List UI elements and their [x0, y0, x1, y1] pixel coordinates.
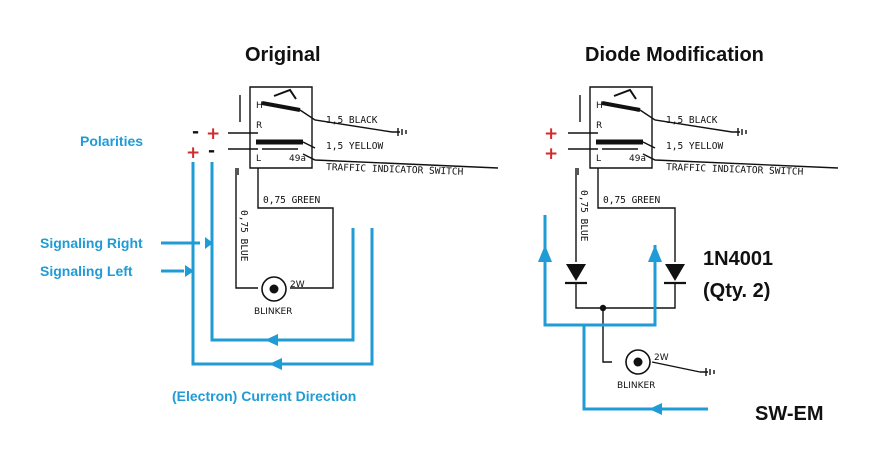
terminal-49a-right: 49a — [629, 154, 646, 164]
terminal-r-right: R — [596, 121, 602, 131]
wire-black-right: 1,5 BLACK — [666, 115, 718, 126]
arrowheads-left — [185, 237, 282, 370]
wire-black-left: 1,5 BLACK — [326, 115, 378, 126]
diode-right — [664, 264, 686, 285]
blinker-label-left: BLINKER — [254, 307, 292, 317]
title-original: Original — [245, 44, 321, 66]
blinker-label-right: BLINKER — [617, 381, 655, 391]
terminal-h-right: H — [596, 101, 603, 111]
diode-qty-label: (Qty. 2) — [703, 280, 770, 302]
signaling-left-label: Signaling Left — [40, 263, 133, 279]
blinker-watt-left: 2W — [290, 280, 305, 290]
traffic-switch-right: TRAFFIC INDICATOR SWITCH — [666, 162, 804, 178]
polarity-plus-right-top: + — [544, 124, 558, 144]
wire-yellow-left: 1,5 YELLOW — [326, 141, 383, 152]
arrow-signal-right — [205, 237, 213, 249]
terminal-h-left: H — [256, 101, 263, 111]
arrow-current-lower — [269, 358, 282, 370]
wire-green-right: 0,75 GREEN — [603, 195, 660, 206]
arrow-sw-em — [649, 403, 662, 415]
terminal-r-left: R — [256, 121, 262, 131]
arrowheads-right — [538, 245, 662, 415]
sw-em-label: SW-EM — [755, 403, 823, 425]
terminal-49a-left: 49a — [289, 154, 306, 164]
signaling-right-label: Signaling Right — [40, 235, 143, 251]
title-diode-modification: Diode Modification — [585, 44, 764, 66]
current-paths-right — [543, 215, 708, 411]
terminal-l-right: L — [596, 154, 601, 164]
diode-left — [565, 264, 587, 285]
blinker-lamp-right — [625, 349, 651, 375]
current-direction-label: (Electron) Current Direction — [172, 388, 356, 404]
switch-right — [568, 86, 839, 376]
wire-green-left: 0,75 GREEN — [263, 195, 320, 206]
polarities-label: Polarities — [80, 133, 143, 149]
arrow-signal-left — [185, 265, 194, 277]
polarity-plus-right-bottom: + — [544, 144, 558, 164]
switch-left — [228, 86, 499, 289]
arrow-current-upper — [265, 334, 278, 346]
terminal-l-left: L — [256, 154, 261, 164]
current-paths-left — [161, 162, 374, 366]
traffic-switch-left: TRAFFIC INDICATOR SWITCH — [326, 162, 464, 178]
junction-dot — [599, 304, 607, 312]
wire-blue-left: 0,75 BLUE — [238, 210, 249, 262]
polarity-minus-top: - — [192, 122, 199, 142]
polarity-minus-bottom: - — [208, 141, 215, 161]
blinker-watt-right: 2W — [654, 353, 669, 363]
polarity-plus-top: + — [206, 124, 220, 144]
arrow-up-right — [648, 245, 662, 262]
arrow-up-left — [538, 245, 552, 262]
polarity-plus-bottom: + — [186, 143, 200, 163]
wire-blue-right: 0,75 BLUE — [578, 190, 589, 242]
blinker-lamp-left — [261, 276, 287, 302]
diode-part-label: 1N4001 — [703, 248, 773, 270]
wire-yellow-right: 1,5 YELLOW — [666, 141, 723, 152]
